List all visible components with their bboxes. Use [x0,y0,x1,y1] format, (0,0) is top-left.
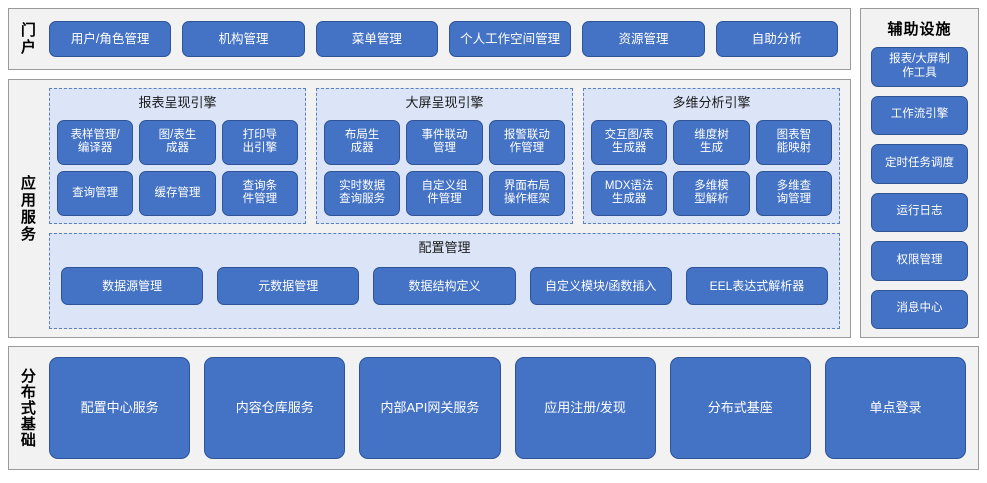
left-stack: 门户 用户/角色管理 机构管理 菜单管理 个人工作空间管理 资源管理 自助分析 … [8,8,851,338]
multidimensional-analysis-engine-panel: 多维分析引擎 交互图/表 生成器 维度树 生成 图表智 能映射 MDX语法 生成… [583,88,840,224]
configuration-management-title: 配置管理 [418,239,471,255]
report-item-chart-table-generator[interactable]: 图/表生 成器 [139,119,216,165]
aux-item-workflow-engine[interactable]: 工作流引擎 [871,95,968,135]
dist-item-single-sign-on[interactable]: 单点登录 [824,357,967,459]
mdx-item-interactive-chart-table-generator[interactable]: 交互图/表 生成器 [591,119,668,165]
mdx-item-chart-intelligent-mapping[interactable]: 图表智 能映射 [755,119,832,165]
report-rendering-engine-panel: 报表呈现引擎 表样管理/ 编译器 图/表生 成器 打印导 出引擎 查询管理 缓存… [49,88,306,224]
portal-band-label: 门户 [18,22,36,56]
distributed-foundation-band-label: 分布式基础 [18,368,36,448]
screen-item-event-linkage-management[interactable]: 事件联动 管理 [406,119,483,165]
portal-item-resource-management[interactable]: 资源管理 [582,21,705,57]
report-item-template-management-compiler[interactable]: 表样管理/ 编译器 [57,119,134,165]
portal-item-self-service-analysis[interactable]: 自助分析 [715,21,838,57]
auxiliary-facilities-title: 辅助设施 [887,21,952,38]
distributed-foundation-section: 分布式基础 配置中心服务 内容仓库服务 内部API网关服务 应用注册/发现 分布… [8,346,979,470]
aux-item-runtime-log[interactable]: 运行日志 [871,192,968,232]
screen-item-realtime-data-query-service[interactable]: 实时数据 查询服务 [324,170,401,216]
mdx-item-multidimensional-model-parsing[interactable]: 多维模 型解析 [673,170,750,216]
dist-item-application-registration-discovery[interactable]: 应用注册/发现 [514,357,656,459]
configuration-management-panel: 配置管理 数据源管理 元数据管理 数据结构定义 自定义模块/函数插入 EEL表达… [49,232,840,329]
screen-item-layout-generator[interactable]: 布局生 成器 [324,119,401,165]
report-item-cache-management[interactable]: 缓存管理 [139,170,216,216]
dist-item-internal-api-gateway-service[interactable]: 内部API网关服务 [359,357,501,459]
screen-item-custom-component-management[interactable]: 自定义组 件管理 [406,170,483,216]
large-screen-rendering-engine-panel: 大屏呈现引擎 布局生 成器 事件联动 管理 报警联动 作管理 实时数据 查询服务… [316,88,573,224]
aux-item-scheduled-task-scheduling[interactable]: 定时任务调度 [871,144,968,184]
auxiliary-facilities-section: 辅助设施 报表/大屏制 作工具 工作流引擎 定时任务调度 运行日志 权限管理 消… [860,8,979,338]
multidimensional-analysis-engine-title: 多维分析引擎 [672,95,751,110]
aux-item-message-center[interactable]: 消息中心 [871,289,968,329]
auxiliary-facilities-items: 报表/大屏制 作工具 工作流引擎 定时任务调度 运行日志 权限管理 消息中心 [871,47,968,329]
config-item-metadata-management[interactable]: 元数据管理 [217,266,360,305]
config-item-custom-module-function-insertion[interactable]: 自定义模块/函数插入 [529,266,672,305]
report-rendering-engine-items: 表样管理/ 编译器 图/表生 成器 打印导 出引擎 查询管理 缓存管理 查询条 … [57,119,298,216]
mdx-item-dimension-tree-generation[interactable]: 维度树 生成 [673,119,750,165]
screen-item-alarm-linkage-action-management[interactable]: 报警联动 作管理 [488,119,565,165]
portal-item-organization-management[interactable]: 机构管理 [182,21,305,57]
config-item-datasource-management[interactable]: 数据源管理 [61,266,204,305]
screen-item-ui-layout-operation-framework[interactable]: 界面布局 操作框架 [488,170,565,216]
application-service-section: 应用服务 报表呈现引擎 表样管理/ 编译器 图/表生 成器 打印导 出引擎 查询… [8,79,851,338]
mdx-item-mdx-syntax-generator[interactable]: MDX语法 生成器 [591,170,668,216]
config-item-eel-expression-parser[interactable]: EEL表达式解析器 [685,266,829,305]
portal-item-menu-management[interactable]: 菜单管理 [315,21,438,57]
application-service-band-label: 应用服务 [18,174,36,243]
dist-item-content-repository-service[interactable]: 内容仓库服务 [204,357,346,459]
dist-item-config-center-service[interactable]: 配置中心服务 [49,357,191,459]
portal-section: 门户 用户/角色管理 机构管理 菜单管理 个人工作空间管理 资源管理 自助分析 [8,8,851,70]
report-item-print-export-engine[interactable]: 打印导 出引擎 [221,119,298,165]
application-service-body: 报表呈现引擎 表样管理/ 编译器 图/表生 成器 打印导 出引擎 查询管理 缓存… [45,80,850,337]
large-screen-rendering-engine-items: 布局生 成器 事件联动 管理 报警联动 作管理 实时数据 查询服务 自定义组 件… [324,119,565,216]
multidimensional-analysis-engine-items: 交互图/表 生成器 维度树 生成 图表智 能映射 MDX语法 生成器 多维模 型… [591,119,832,216]
dist-item-distributed-base[interactable]: 分布式基座 [669,357,811,459]
distributed-foundation-items: 配置中心服务 内容仓库服务 内部API网关服务 应用注册/发现 分布式基座 单点… [45,347,978,469]
configuration-management-items: 数据源管理 元数据管理 数据结构定义 自定义模块/函数插入 EEL表达式解析器 [57,265,832,307]
aux-item-report-screen-authoring-tool[interactable]: 报表/大屏制 作工具 [871,47,968,87]
config-item-data-structure-definition[interactable]: 数据结构定义 [373,266,516,305]
report-item-query-management[interactable]: 查询管理 [57,170,134,216]
portal-item-personal-workspace-management[interactable]: 个人工作空间管理 [448,21,572,57]
aux-item-permission-management[interactable]: 权限管理 [871,241,968,281]
upper-area: 门户 用户/角色管理 机构管理 菜单管理 个人工作空间管理 资源管理 自助分析 … [8,8,979,338]
portal-item-user-role-management[interactable]: 用户/角色管理 [49,21,172,57]
mdx-item-multidimensional-query-management[interactable]: 多维查 询管理 [755,170,832,216]
report-item-query-condition-management[interactable]: 查询条 件管理 [221,170,298,216]
report-rendering-engine-title: 报表呈现引擎 [138,95,217,110]
engines-row: 报表呈现引擎 表样管理/ 编译器 图/表生 成器 打印导 出引擎 查询管理 缓存… [49,88,840,224]
large-screen-rendering-engine-title: 大屏呈现引擎 [405,95,484,110]
portal-items: 用户/角色管理 机构管理 菜单管理 个人工作空间管理 资源管理 自助分析 [45,9,850,69]
